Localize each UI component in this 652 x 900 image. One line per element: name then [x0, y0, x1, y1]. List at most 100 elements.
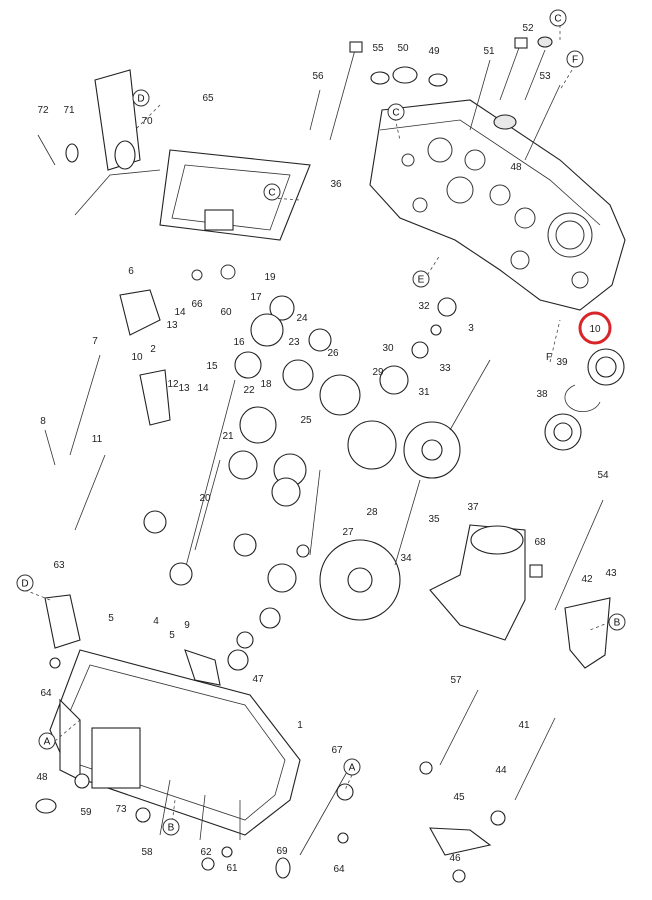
- callout-cF2: F: [546, 352, 552, 363]
- ref-marker-rA2: A: [343, 758, 361, 776]
- callout-c43: 43: [605, 568, 617, 579]
- callout-c5b: 5: [169, 630, 175, 641]
- callout-c52: 52: [522, 23, 534, 34]
- callout-c28: 28: [366, 507, 378, 518]
- callout-c1: 1: [297, 720, 303, 731]
- callout-c68: 68: [534, 537, 546, 548]
- svg-text:D: D: [21, 579, 28, 590]
- callout-c26: 26: [327, 348, 339, 359]
- callout-c12: 12: [167, 379, 179, 390]
- callout-c32: 32: [418, 301, 430, 312]
- callout-c7: 7: [92, 336, 98, 347]
- lower-housing: [419, 499, 611, 883]
- callout-c41: 41: [518, 720, 530, 731]
- callout-c16: 16: [233, 337, 245, 348]
- gear-cluster: [143, 295, 491, 712]
- highlight-ring: [578, 311, 612, 345]
- callout-c13a: 13: [166, 320, 178, 331]
- callout-c56: 56: [312, 71, 324, 82]
- callout-c54: 54: [597, 470, 609, 481]
- svg-text:D: D: [137, 94, 144, 105]
- callout-c64b: 64: [333, 864, 345, 875]
- callout-c25: 25: [300, 415, 312, 426]
- assembly-lines: [24, 25, 611, 834]
- callout-c57: 57: [450, 675, 462, 686]
- svg-text:C: C: [392, 108, 399, 119]
- callout-c37: 37: [467, 502, 479, 513]
- callout-c8: 8: [40, 416, 46, 427]
- ref-marker-rA1: A: [38, 732, 56, 750]
- svg-text:A: A: [44, 737, 51, 748]
- ref-marker-rC3: C: [263, 183, 281, 201]
- callout-c2: 2: [150, 344, 156, 355]
- lever-bracket: [37, 69, 311, 241]
- callout-c18: 18: [260, 379, 272, 390]
- callout-c14a: 14: [174, 307, 186, 318]
- shift-forks: [44, 264, 236, 531]
- callout-c10: 10: [589, 324, 601, 335]
- callout-c13b: 13: [178, 383, 190, 394]
- callout-c69: 69: [276, 846, 288, 857]
- callout-c39: 39: [556, 357, 568, 368]
- svg-text:C: C: [268, 188, 275, 199]
- callout-c46: 46: [449, 853, 461, 864]
- callout-c63: 63: [53, 560, 65, 571]
- callout-c61: 61: [226, 863, 238, 874]
- callout-c48b: 48: [36, 772, 48, 783]
- callout-c20: 20: [199, 493, 211, 504]
- callout-c38: 38: [536, 389, 548, 400]
- callout-c60: 60: [220, 307, 232, 318]
- callout-c72: 72: [37, 105, 49, 116]
- callout-c70: 70: [141, 116, 153, 127]
- callout-c35: 35: [428, 514, 440, 525]
- callout-c11: 11: [92, 434, 103, 445]
- svg-text:B: B: [168, 823, 175, 834]
- callout-c4: 4: [153, 616, 159, 627]
- callout-c36: 36: [330, 179, 342, 190]
- gearbox-housing: [369, 99, 626, 311]
- callout-c64a: 64: [40, 688, 52, 699]
- callout-c22: 22: [243, 385, 255, 396]
- callout-c67: 67: [331, 745, 343, 756]
- callout-c55: 55: [372, 43, 384, 54]
- callout-c17: 17: [250, 292, 262, 303]
- callout-c34: 34: [400, 553, 412, 564]
- callout-c44: 44: [495, 765, 507, 776]
- callout-c6: 6: [128, 266, 134, 277]
- ref-marker-rF1: F: [566, 50, 584, 68]
- bottom-cover: [35, 594, 354, 879]
- ref-marker-rD1: D: [132, 89, 150, 107]
- callout-c59: 59: [80, 807, 92, 818]
- callout-c66: 66: [191, 299, 203, 310]
- callout-c15: 15: [206, 361, 218, 372]
- callout-c30: 30: [382, 343, 394, 354]
- ref-marker-rB1: B: [608, 613, 626, 631]
- ref-marker-rC1: C: [549, 9, 567, 27]
- callout-c24: 24: [296, 313, 308, 324]
- callout-c33: 33: [439, 363, 451, 374]
- svg-text:E: E: [418, 275, 425, 286]
- callout-c47: 47: [252, 674, 264, 685]
- callout-c73: 73: [115, 804, 127, 815]
- ref-marker-rE1: E: [412, 270, 430, 288]
- callout-c49: 49: [428, 46, 440, 57]
- callout-c71: 71: [63, 105, 75, 116]
- svg-text:A: A: [349, 763, 356, 774]
- callout-c23: 23: [288, 337, 300, 348]
- svg-text:F: F: [572, 55, 578, 66]
- callout-c48a: 48: [510, 162, 522, 173]
- callout-c10b: 10: [131, 352, 143, 363]
- svg-text:B: B: [614, 618, 621, 629]
- callout-c9: 9: [184, 620, 190, 631]
- callout-c53: 53: [539, 71, 551, 82]
- bearings: [544, 348, 625, 451]
- reference-markers: C F D C C E D B A A B: [16, 9, 626, 836]
- top-bolts: [309, 36, 561, 161]
- callout-c19: 19: [264, 272, 276, 283]
- callout-c3: 3: [468, 323, 474, 334]
- ref-marker-rB2: B: [162, 818, 180, 836]
- callout-c58: 58: [141, 847, 153, 858]
